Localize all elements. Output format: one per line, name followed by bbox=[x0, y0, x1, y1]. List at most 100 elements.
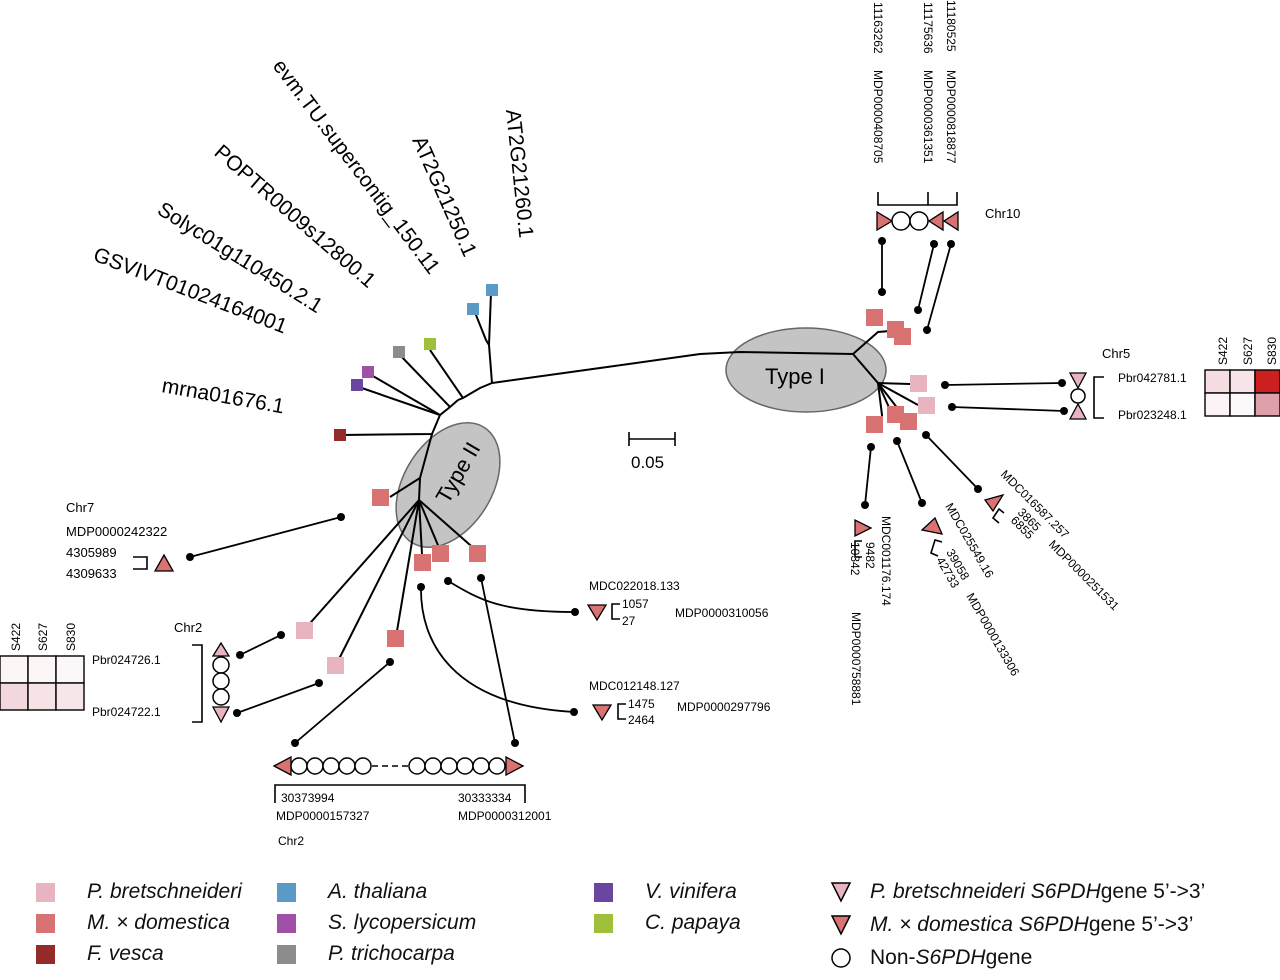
heatmap-cell bbox=[1229, 369, 1256, 394]
scaffold-gene: MDP0000133306 bbox=[963, 591, 1022, 679]
non-s6pdh-circle-icon bbox=[831, 948, 851, 968]
chr2-apple-right-gene: MDP0000312001 bbox=[458, 809, 552, 823]
leaf-square-apple bbox=[432, 545, 449, 562]
scaffold-end: 2464 bbox=[628, 713, 655, 727]
legend-label: C. papaya bbox=[645, 911, 741, 934]
legend-label: gene 5’->3’ bbox=[1100, 880, 1206, 903]
chr2-label: Chr2 bbox=[174, 620, 202, 635]
scaffold-start: 1057 bbox=[622, 597, 649, 611]
heatmap-column-label: S422 bbox=[9, 623, 23, 651]
leaf-square-pear bbox=[918, 397, 935, 414]
legend-label: S6PDH bbox=[915, 946, 986, 969]
legend-species-item: A. thaliana bbox=[277, 880, 427, 904]
leaf-square-apple bbox=[414, 554, 431, 571]
heatmap-cell bbox=[1254, 392, 1280, 417]
leaf-square-evm-papaya bbox=[424, 338, 436, 350]
chr2-apple-locus: 30373994 MDP0000157327 30333334 MDP00003… bbox=[272, 755, 552, 848]
legend-symbol-item: M. × domestica S6PDH gene 5’->3’ bbox=[830, 913, 1193, 937]
chr7-label: Chr7 bbox=[66, 500, 94, 515]
chr7-gene-label: MDP0000242322 bbox=[66, 524, 167, 539]
chr7-end: 4309633 bbox=[66, 566, 117, 581]
legend-label: A. thaliana bbox=[328, 880, 428, 903]
chr2-apple-left-gene: MDP0000157327 bbox=[276, 809, 370, 823]
legend-label: P. trichocarpa bbox=[328, 942, 455, 965]
legend-label: V. vinifera bbox=[645, 880, 737, 903]
scaffold-gene: MDP0000297796 bbox=[677, 700, 771, 714]
scaffold-end: 10342 bbox=[848, 542, 862, 576]
leaf-label: AT2G21260.1 bbox=[501, 108, 537, 239]
chr5-label: Chr5 bbox=[1102, 346, 1130, 361]
heatmap-column-label: S830 bbox=[64, 623, 78, 651]
outgroup-labels: AT2G21260.1 AT2G21250.1 evm.TU.supercont… bbox=[90, 55, 537, 418]
legend-label: P. bretschneideri bbox=[87, 880, 242, 903]
legend-species-item: V. vinifera bbox=[594, 880, 737, 904]
color-swatch-icon bbox=[36, 913, 55, 933]
leaf-square-solyc bbox=[362, 366, 374, 378]
leaf-square-apple bbox=[469, 545, 486, 562]
color-swatch-icon bbox=[594, 913, 613, 933]
legend-species-item: P. trichocarpa bbox=[277, 942, 455, 966]
heatmap-cell bbox=[1254, 369, 1280, 394]
leaf-square-poptr bbox=[393, 346, 405, 358]
heatmap-column-label: S422 bbox=[1216, 337, 1230, 365]
legend-symbol-item: P. bretschneideri S6PDH gene 5’->3’ bbox=[830, 880, 1205, 904]
legend-label: Non- bbox=[870, 946, 916, 969]
heatmap-cell bbox=[1204, 392, 1231, 417]
scaffold-label: MDC022018.133 bbox=[589, 579, 680, 593]
chr5-heatmap bbox=[1204, 369, 1280, 417]
chr10-gene-label: MDP0000361351 bbox=[921, 70, 935, 164]
chr2-pear-gene-label: Pbr024726.1 bbox=[92, 653, 161, 667]
legend-label: M. × domestica bbox=[870, 913, 1013, 936]
scaffold-gene: MDP0000251531 bbox=[1046, 537, 1122, 613]
heatmap-cell bbox=[0, 682, 29, 711]
heatmap-cell bbox=[1229, 392, 1256, 417]
scale-bar-label: 0.05 bbox=[631, 453, 664, 472]
legend-species-item: F. vesca bbox=[36, 942, 164, 966]
legend-species-item: S. lycopersicum bbox=[277, 911, 476, 935]
chr10-gene-label: 11175636 bbox=[921, 2, 935, 54]
color-swatch-icon bbox=[594, 882, 613, 902]
leaf-square-apple bbox=[866, 309, 883, 326]
leaf-square-pear bbox=[327, 657, 344, 674]
legend-species-item: P. bretschneideri bbox=[36, 880, 242, 904]
scaffold-gene: MDP0000758881 bbox=[849, 612, 863, 706]
chr10-label: Chr10 bbox=[985, 206, 1020, 221]
scaffold-gene: MDP0000310056 bbox=[675, 606, 769, 620]
type1-scaffold-loci: MDC001176.174 9482 10342 MDP0000758881 M… bbox=[848, 467, 1122, 706]
apple-gene-triangle-icon bbox=[830, 915, 852, 936]
chr10-gene-label: 11163262 bbox=[871, 2, 885, 54]
color-swatch-icon bbox=[277, 944, 296, 964]
chr7-locus: Chr7 MDP0000242322 4305989 4309633 bbox=[66, 500, 175, 581]
legend-label: S6PDH bbox=[1030, 880, 1101, 903]
chr2-heatmap bbox=[0, 655, 85, 711]
legend-species-item: M. × domestica bbox=[36, 911, 230, 935]
scaffold-label: MDC001176.174 bbox=[879, 516, 893, 606]
pear-gene-triangle-icon bbox=[830, 882, 852, 903]
leaf-label: mrna01676.1 bbox=[160, 374, 286, 418]
chr5-locus: Chr5 Pbr042781.1 Pbr023248.1 S422 S627 S… bbox=[1068, 337, 1280, 422]
chr7-start: 4305989 bbox=[66, 545, 117, 560]
leaf-square-apple bbox=[372, 489, 389, 506]
leaf-square-pear bbox=[296, 622, 313, 639]
legend-label: P. bretschneideri bbox=[870, 880, 1025, 903]
leaf-square-apple bbox=[887, 406, 904, 423]
chr2-apple-left-pos: 30373994 bbox=[281, 791, 335, 805]
heatmap-cell bbox=[27, 682, 57, 711]
chr2-apple-right-pos: 30333334 bbox=[458, 791, 512, 805]
chr10-gene-label: MDP0000818877 bbox=[944, 70, 958, 164]
leaf-square-at2g21250 bbox=[467, 303, 479, 315]
legend-label: M. × domestica bbox=[87, 911, 230, 934]
leaf-markers bbox=[296, 284, 935, 674]
heatmap-column-label: S627 bbox=[1241, 337, 1255, 365]
chr2-pear-locus: Chr2 Pbr024726.1 Pbr024722.1 S422 S627 S… bbox=[0, 620, 231, 724]
legend-label: gene 5’->3’ bbox=[1088, 913, 1194, 936]
scaffold-label: MDC012148.127 bbox=[589, 679, 680, 693]
leaf-square-gsvivt bbox=[351, 379, 363, 391]
heatmap-cell bbox=[27, 655, 57, 684]
connector-lines bbox=[186, 237, 1068, 747]
heatmap-cell bbox=[55, 682, 85, 711]
scale-bar: 0.05 bbox=[628, 432, 676, 472]
legend-label: S6PDH bbox=[1018, 913, 1089, 936]
leaf-square-at2g21260 bbox=[486, 284, 498, 296]
